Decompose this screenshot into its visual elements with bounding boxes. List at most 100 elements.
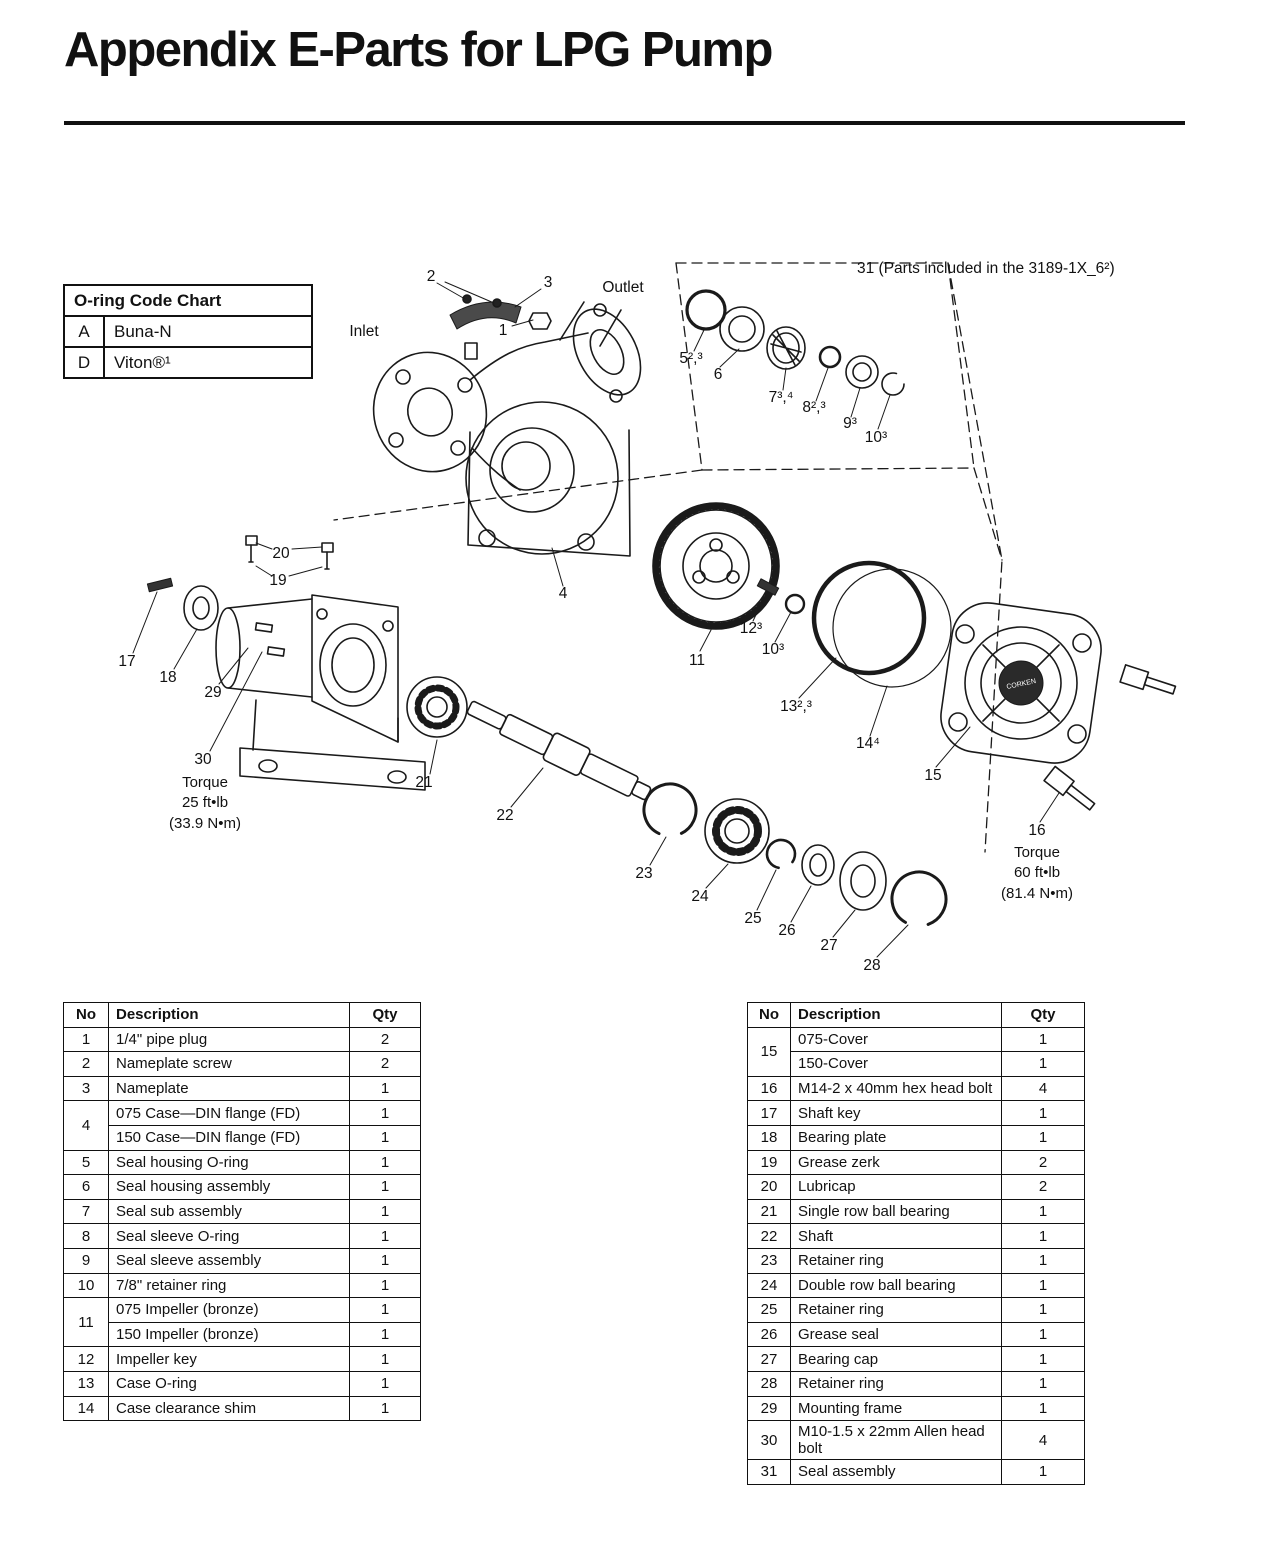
case-shim-drawing (832, 568, 952, 688)
table-row: 13 Case O-ring 1 (63, 1370, 421, 1397)
oring-chart-row: A Buna-N (63, 315, 313, 348)
table-row: 25 Retainer ring 1 (747, 1297, 1085, 1323)
cell-qty: 1 (349, 1346, 421, 1372)
page-title: Appendix E-Parts for LPG Pump (64, 23, 773, 77)
retainer-ring-drawing (642, 782, 698, 838)
table-row: 5 Seal housing O-ring 1 (63, 1149, 421, 1176)
cell-desc: 1/4" pipe plug (108, 1026, 350, 1053)
cell-desc: 075 Impeller (bronze) (108, 1297, 350, 1323)
torque-line: Torque (1014, 844, 1060, 861)
cell-desc: Bearing cap (790, 1346, 1002, 1372)
cell-no: 22 (747, 1223, 791, 1249)
cell-no: 15 (747, 1026, 791, 1077)
callout-31-note: 31 (Parts included in the 3189-1X_6²) (857, 260, 1115, 277)
cell-desc: Mounting frame (790, 1395, 1002, 1422)
table-row: 12 Impeller key 1 (63, 1346, 421, 1372)
cell-qty: 1 (349, 1149, 421, 1176)
cell-no: 11 (63, 1297, 109, 1348)
cell-no: 2 (63, 1051, 109, 1077)
torque-line: 25 ft•lb (181, 794, 229, 812)
callout-inlet: Inlet (349, 323, 379, 340)
callout-11: 11 (688, 652, 706, 669)
ball-bearing-drawing (406, 676, 468, 738)
torque-line: Torque (182, 774, 228, 791)
cell-no: 9 (63, 1247, 109, 1274)
callout-24: 24 (691, 888, 709, 905)
cell-desc: 075-Cover (790, 1026, 1002, 1053)
torque-line: 60 ft•lb (1013, 864, 1061, 882)
cell-no: 19 (747, 1149, 791, 1176)
table-row: 23 Retainer ring 1 (747, 1247, 1085, 1274)
table-row: 10 7/8" retainer ring 1 (63, 1272, 421, 1299)
cell-qty: 2 (349, 1026, 421, 1053)
shaft-key-drawing (146, 577, 174, 593)
cell-qty: 1 (1001, 1459, 1085, 1485)
torque-line: (33.9 N•m) (169, 814, 241, 832)
callout-14: 14⁴ (856, 735, 880, 752)
callout-9: 9³ (843, 415, 857, 432)
cell-desc: Nameplate screw (108, 1051, 350, 1077)
table-row: 21 Single row ball bearing 1 (747, 1198, 1085, 1225)
shaft-drawing (466, 700, 652, 801)
cell-qty: 1 (1001, 1370, 1085, 1397)
double-row-bearing-drawing (704, 798, 770, 864)
cell-qty: 1 (349, 1272, 421, 1299)
cell-no: 31 (747, 1459, 791, 1485)
callout-21: 21 (415, 774, 433, 791)
callout-22: 22 (496, 807, 514, 824)
callout-12: 12³ (739, 620, 763, 637)
bearing-plate-drawing (183, 585, 219, 631)
cell-qty: 1 (349, 1075, 421, 1102)
cell-desc: 150-Cover (790, 1051, 1002, 1077)
cell-qty: 1 (1001, 1198, 1085, 1225)
cell-no: 14 (63, 1395, 109, 1422)
assembly-31-boundary (333, 262, 1003, 853)
retainer-ring-drawing (890, 870, 948, 928)
cell-no: 8 (63, 1223, 109, 1249)
col-header-no: No (63, 1002, 109, 1028)
table-row: 24 Double row ball bearing 1 (747, 1272, 1085, 1299)
cell-desc: 150 Case—DIN flange (FD) (108, 1124, 350, 1151)
cell-desc: Seal sleeve assembly (108, 1247, 350, 1274)
cell-qty: 1 (1001, 1026, 1085, 1053)
cell-qty: 2 (1001, 1174, 1085, 1200)
bearing-cap-drawing (839, 851, 887, 911)
table-row: 18 Bearing plate 1 (747, 1124, 1085, 1151)
cell-qty: 1 (349, 1223, 421, 1249)
hex-bolt-drawing (1043, 664, 1177, 811)
table-row: 30 M10-1.5 x 22mm Allen head bolt 4 (747, 1420, 1085, 1461)
cell-qty: 1 (349, 1100, 421, 1126)
callout-17: 17 (118, 653, 136, 670)
cell-no: 26 (747, 1321, 791, 1348)
cell-qty: 1 (349, 1124, 421, 1151)
cell-desc: Seal sub assembly (108, 1198, 350, 1225)
callout-10a: 10³ (864, 429, 888, 446)
table-row: 15 075-Cover 1 (747, 1026, 1085, 1077)
cell-no: 7 (63, 1198, 109, 1225)
cell-no: 13 (63, 1370, 109, 1397)
cell-no: 12 (63, 1346, 109, 1372)
table-row: 9 Seal sleeve assembly 1 (63, 1247, 421, 1274)
grease-seal-drawing (801, 844, 835, 886)
cell-desc: Retainer ring (790, 1247, 1002, 1274)
callout-4: 4 (558, 585, 568, 602)
table-row: 28 Retainer ring 1 (747, 1370, 1085, 1397)
cell-qty: 1 (349, 1321, 421, 1348)
cell-desc: Retainer ring (790, 1297, 1002, 1323)
cell-desc: M10-1.5 x 22mm Allen head bolt (790, 1420, 1002, 1461)
cell-qty: 1 (1001, 1100, 1085, 1126)
callout-23: 23 (635, 865, 653, 882)
callout-3: 3 (543, 274, 553, 291)
small-oring-drawing (784, 593, 806, 615)
callout-2: 2 (426, 268, 436, 285)
grease-zerk-drawing (245, 535, 334, 570)
callout-5: 5²,³ (679, 350, 703, 367)
table-header-row: No Description Qty (63, 1002, 421, 1028)
col-header-desc: Description (790, 1002, 1002, 1028)
table-row: 14 Case clearance shim 1 (63, 1395, 421, 1422)
cell-qty: 1 (1001, 1272, 1085, 1299)
cell-desc: Bearing plate (790, 1124, 1002, 1151)
